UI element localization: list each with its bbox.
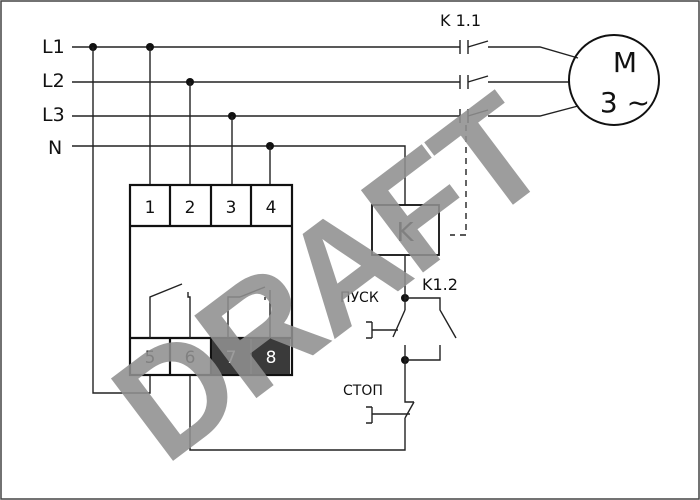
motor-circle (568, 34, 660, 126)
relay-module: 1 2 3 4 5 6 7 8 (128, 183, 294, 377)
relay-contact-7-8 (227, 286, 271, 338)
mechanical-link (450, 125, 467, 236)
label-l1: L1 (42, 36, 65, 58)
aux-contact-k12 (405, 297, 457, 361)
wire-motor-l1 (488, 46, 579, 59)
terminal-6: 6 (185, 348, 196, 368)
coil-box (371, 204, 440, 256)
start-button-contact (392, 309, 406, 372)
label-k12: K1.2 (422, 275, 458, 294)
wire-l1-to-terminal-5 (92, 47, 151, 394)
relay-contact-5-6 (149, 283, 191, 338)
label-k11: K 1.1 (440, 11, 481, 30)
stop-button-contact (404, 372, 415, 437)
label-l3: L3 (42, 104, 65, 126)
label-l2: L2 (42, 70, 65, 92)
terminal-2: 2 (185, 198, 196, 218)
top-terminal-dividers (168, 185, 253, 226)
motor-phases: 3 ~ (600, 86, 650, 119)
main-contact-blades (467, 40, 489, 117)
wire-motor-l3 (488, 105, 579, 117)
label-n: N (48, 137, 62, 159)
coil-k: K (371, 204, 440, 256)
terminal-7: 7 (226, 348, 237, 368)
terminal-8: 8 (266, 348, 277, 368)
label-stop: СТОП (343, 383, 383, 399)
wire-n (72, 145, 406, 205)
terminal-4: 4 (266, 198, 277, 218)
terminal-3: 3 (226, 198, 237, 218)
coil-label: K (396, 218, 414, 248)
terminal-1: 1 (145, 198, 156, 218)
start-button (366, 309, 406, 372)
terminal-5: 5 (145, 348, 156, 368)
motor-letter: M (613, 46, 637, 79)
stop-button-actuator (366, 406, 410, 424)
motor: M 3 ~ (568, 34, 660, 126)
wire-terminal-6-to-stop (189, 370, 406, 451)
label-start: ПУСК (340, 290, 379, 306)
stop-button (366, 372, 415, 437)
start-button-actuator (366, 321, 398, 339)
main-contacts-k11 (450, 40, 579, 236)
